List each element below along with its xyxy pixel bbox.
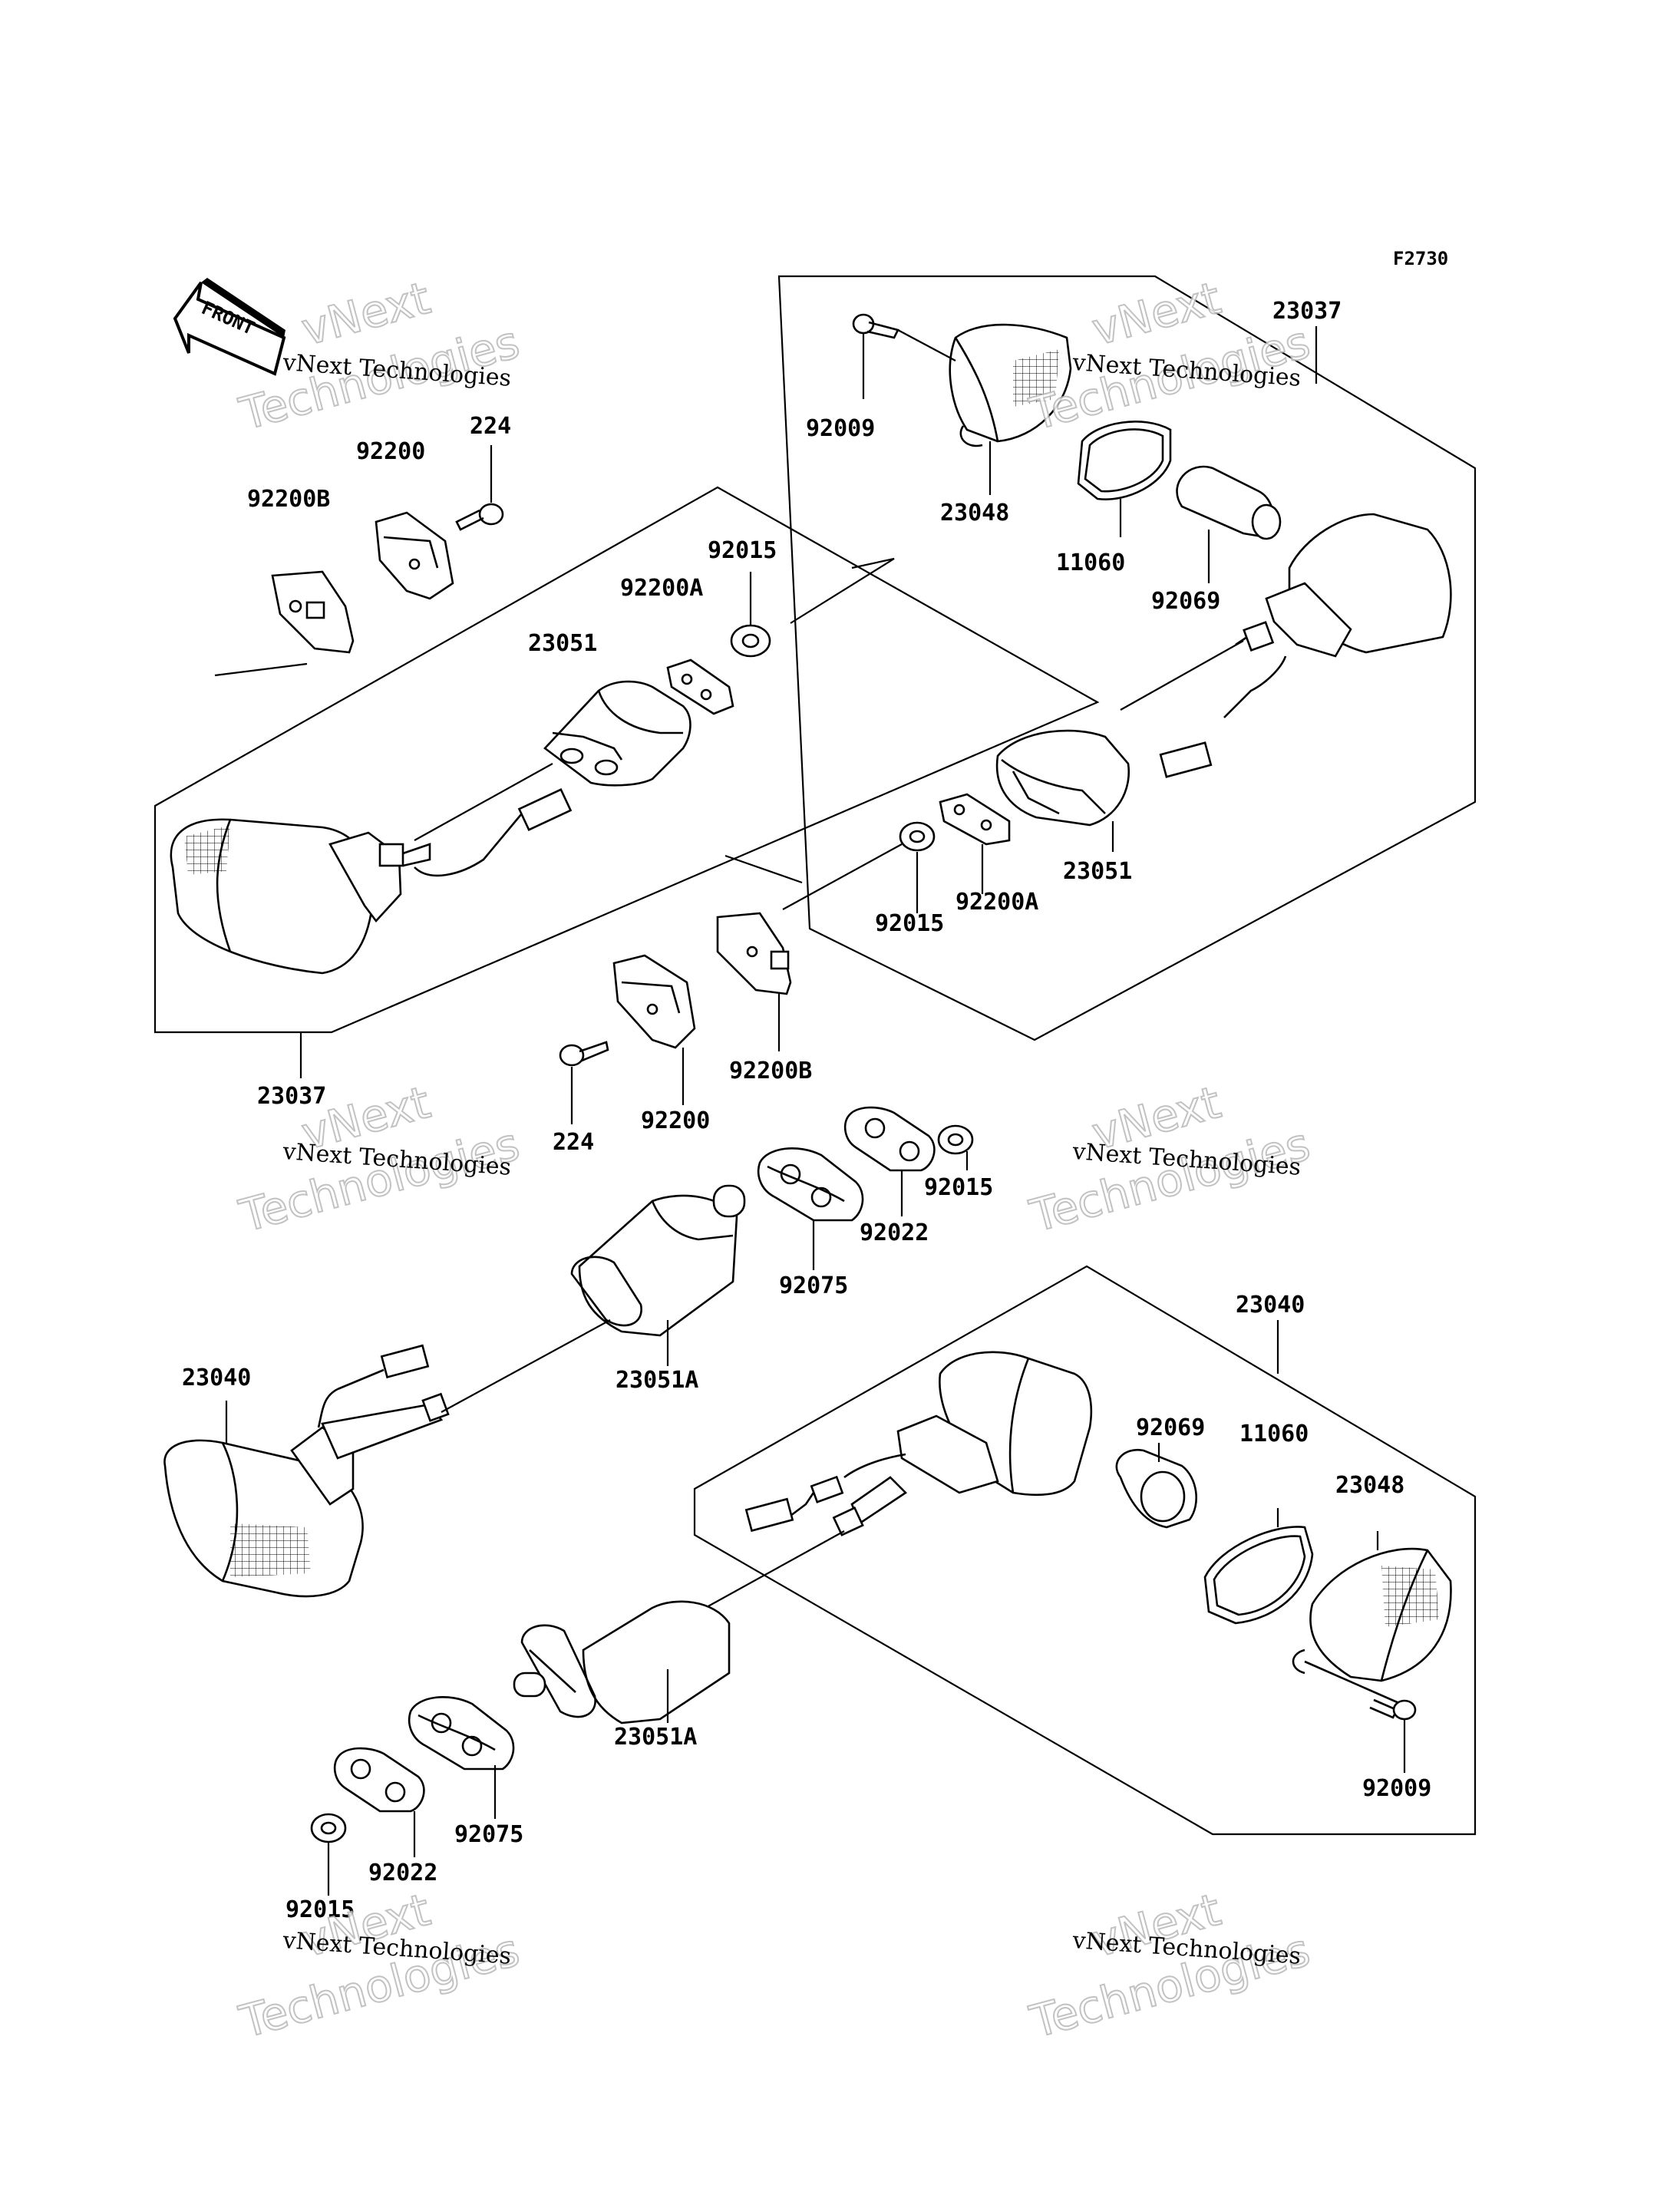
turn-signal-lamp-23037-left (170, 763, 573, 975)
label-92200A-top: 92200A (620, 575, 703, 602)
label-23037-left: 23037 (257, 1083, 326, 1110)
screw-92009-bot (1304, 1660, 1417, 1773)
label-92200B-mid: 92200B (729, 1058, 812, 1084)
grommet-92075-bot (408, 1695, 515, 1819)
label-23037-top: 23037 (1272, 298, 1342, 325)
watermark-5: vNext Technologies vNext Technologies (233, 1883, 525, 2049)
bulb-92069-bot (1115, 1443, 1198, 1529)
label-92015-mid: 92015 (875, 910, 944, 937)
label-23040-right: 23040 (1236, 1292, 1305, 1318)
label-23051-right: 23051 (1063, 858, 1132, 885)
turn-signal-lamp-23040-right (698, 1351, 1093, 1612)
plate-92200B-top (271, 570, 355, 654)
label-23040-left: 23040 (182, 1365, 251, 1391)
assembly-box-23037-right (777, 275, 1477, 1041)
bracket-92200-top (375, 511, 454, 600)
label-92069-bot: 92069 (1136, 1414, 1205, 1441)
assembly-box-23037-left (153, 486, 1100, 1034)
screw-92009-top (852, 313, 956, 399)
label-92200-mid: 92200 (641, 1107, 710, 1134)
label-92015-top: 92015 (708, 537, 777, 564)
turn-signal-lamp-23037-right (1120, 513, 1452, 778)
label-92200B-top: 92200B (247, 486, 330, 513)
label-224-mid: 224 (553, 1129, 594, 1156)
grommet-23051-left (543, 680, 691, 787)
label-92009-top: 92009 (806, 415, 875, 442)
label-23051-left: 23051 (528, 630, 597, 657)
turn-signal-lamp-23040-left (163, 1319, 611, 1598)
label-92075-right: 92075 (779, 1272, 848, 1299)
nut-92015-top (730, 572, 771, 658)
assembly-box-23040 (693, 1265, 1477, 1836)
label-92022-right: 92022 (860, 1219, 929, 1246)
label-92009-bot: 92009 (1362, 1775, 1431, 1802)
label-92075-bot: 92075 (454, 1821, 523, 1848)
nut-92015-right (937, 1124, 974, 1170)
figure-code: F2730 (1393, 248, 1448, 269)
screw-224-top (455, 445, 504, 531)
grommet-23051-right (995, 729, 1130, 852)
watermark-4: vNext Technologies vNext Technologies (1024, 1075, 1315, 1243)
label-92200-top: 92200 (356, 438, 425, 465)
plate-92200B-mid (716, 912, 792, 1051)
bracket-92200-mid (612, 954, 696, 1105)
washer-92022-right (843, 1106, 936, 1216)
stay-23051A-mid (570, 1184, 746, 1366)
gasket-11060-bot (1203, 1508, 1314, 1625)
label-11060-bot: 11060 (1239, 1421, 1309, 1447)
bulb-92069-top (1176, 465, 1282, 583)
screw-224-mid (559, 1041, 609, 1124)
label-23048-top: 23048 (940, 500, 1009, 526)
label-92022-bot: 92022 (368, 1860, 437, 1886)
label-23051A-bot: 23051A (614, 1724, 697, 1751)
grommet-92075-right (757, 1147, 864, 1270)
label-224-top: 224 (470, 413, 511, 440)
plate-92200A-top (666, 658, 734, 715)
nut-92015-mid (782, 821, 936, 913)
front-arrow-icon: FRONT (173, 278, 286, 376)
plate-92200A-right (939, 793, 1011, 894)
gasket-11060-top (1077, 421, 1172, 537)
lens-cover-23048-top (949, 323, 1072, 495)
label-92069-top: 92069 (1151, 588, 1220, 615)
washer-92022-bot (333, 1747, 425, 1857)
nut-92015-bot (310, 1813, 347, 1896)
lens-cover-23048-bot (1292, 1531, 1452, 1682)
stay-23051A-bot (513, 1600, 731, 1724)
label-23051A-mid: 23051A (616, 1367, 698, 1394)
label-92015-right: 92015 (924, 1174, 993, 1201)
label-92015-bot: 92015 (286, 1896, 355, 1923)
label-23048-bot: 23048 (1335, 1472, 1404, 1499)
label-11060-top: 11060 (1056, 550, 1125, 576)
label-92200A-right: 92200A (956, 889, 1038, 916)
watermark-6: vNext Technologies vNext Technologies (1024, 1883, 1315, 2049)
